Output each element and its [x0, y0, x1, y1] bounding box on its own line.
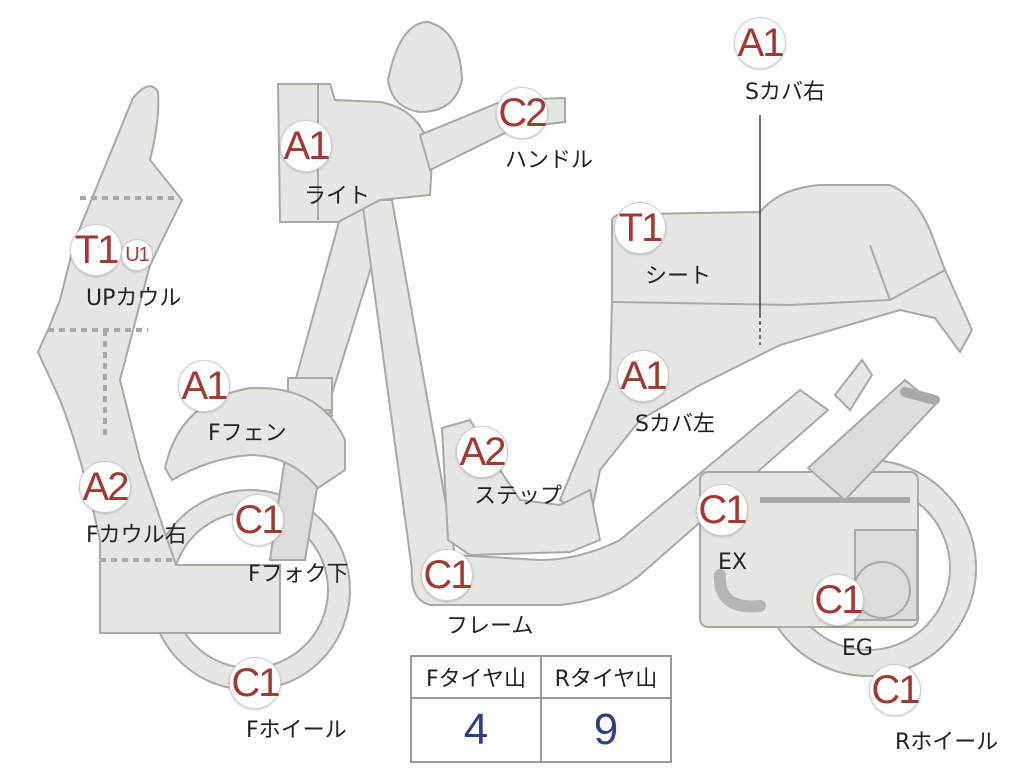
tire-tread-table: Fタイヤ山 Rタイヤ山 4 9 — [410, 655, 672, 763]
grade-badge: A1 — [735, 18, 785, 68]
part-label: Rホイール — [895, 730, 999, 755]
sub-grade-badge: U1 — [122, 240, 152, 270]
part-label: UPカウル — [86, 286, 182, 311]
part-label: Fホイール — [246, 718, 347, 743]
part-label: ハンドル — [505, 148, 594, 173]
rear-tire-tread-value: 9 — [540, 697, 672, 763]
grade-badge: A1 — [281, 121, 331, 171]
part-label: Sカバ右 — [745, 80, 825, 105]
part-label: EX — [718, 550, 747, 575]
tire-tread-value-row: 4 9 — [410, 697, 672, 763]
headlight-shape — [276, 83, 434, 223]
grade-badge: A1 — [179, 361, 229, 411]
part-label: Fカウル右 — [86, 523, 187, 548]
front-tire-tread-value: 4 — [410, 697, 542, 763]
grade-badge: C1 — [870, 665, 921, 715]
part-label: Fフェン — [208, 421, 287, 446]
mirror-shape — [386, 20, 464, 114]
grade-badge: T1 — [71, 225, 121, 275]
grade-badge: C1 — [233, 495, 284, 545]
part-label: ライト — [304, 184, 371, 209]
front-tire-tread-header: Fタイヤ山 — [410, 655, 542, 699]
grade-badge: C1 — [422, 550, 473, 600]
rear-tire-tread-header: Rタイヤ山 — [540, 655, 672, 699]
tire-tread-header-row: Fタイヤ山 Rタイヤ山 — [410, 655, 672, 699]
grade-badge: T1 — [615, 203, 665, 253]
grade-badge: A2 — [457, 427, 507, 477]
grade-badge: C1 — [697, 485, 748, 535]
part-label: Sカバ左 — [635, 412, 715, 437]
part-label: EG — [842, 636, 873, 661]
rear-body-shape — [558, 248, 974, 522]
grade-badge: C2 — [497, 88, 548, 138]
part-label: フレーム — [446, 614, 534, 639]
part-label: シート — [645, 264, 712, 289]
grade-badge: A2 — [80, 462, 130, 512]
part-label: ステップ — [474, 484, 563, 509]
grade-badge: A1 — [618, 351, 668, 401]
part-label: Fフォク下 — [248, 562, 349, 587]
grade-badge: C1 — [813, 575, 864, 625]
grade-badge: C1 — [230, 658, 281, 708]
